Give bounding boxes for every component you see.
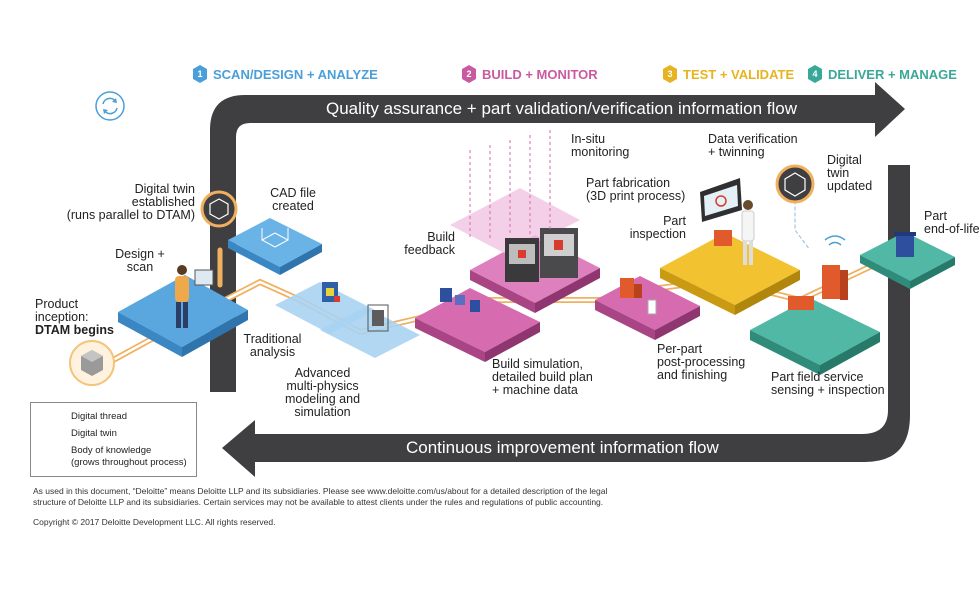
3d-printer-left <box>505 238 539 282</box>
product-inception-label: Product inception: DTAM begins <box>35 297 114 337</box>
quality-flow-label: Quality assurance + part validation/veri… <box>326 99 798 118</box>
part-fabrication-label: Part fabrication (3D print process) <box>586 176 686 203</box>
verification-monitor <box>700 178 742 222</box>
stage-2-cube-icon: 2 <box>462 65 476 83</box>
design-scan-label: Design + scan <box>115 247 165 274</box>
feedback-ghost-platform <box>450 188 580 256</box>
stage-test-validate: 3 TEST + VALIDATE <box>663 63 794 85</box>
build-sim-platform <box>415 288 540 362</box>
stage-build-monitor: 2 BUILD + MONITOR <box>462 63 598 85</box>
digital-twin-established-icon <box>200 190 238 228</box>
quality-flow-arrow <box>210 82 905 392</box>
product-inception-cube-icon <box>69 340 115 386</box>
end-of-life-label: Part end-of-life <box>924 209 980 236</box>
stage-4-cube-icon: 4 <box>808 65 822 83</box>
build-feedback-label: Build feedback <box>404 230 455 257</box>
legend: Digital thread Digital twin Body of know… <box>30 402 197 477</box>
copyright: Copyright © 2017 Deloitte Development LL… <box>33 517 276 527</box>
cad-platform <box>228 218 322 275</box>
3d-printer-right <box>540 228 578 278</box>
field-service-platform <box>750 298 880 375</box>
data-verification-label: Data verification + twinning <box>708 132 798 159</box>
stage-2-label: BUILD + MONITOR <box>482 66 598 82</box>
legend-twin-label: Digital twin <box>71 428 117 439</box>
improvement-flow-arrow <box>222 165 910 477</box>
cad-file-label: CAD file created <box>270 186 316 213</box>
stage-4-label: DELIVER + MANAGE <box>828 66 957 82</box>
legend-thread-label: Digital thread <box>71 411 127 422</box>
stage-3-cube-icon: 3 <box>663 65 677 83</box>
stage-3-label: TEST + VALIDATE <box>683 66 795 82</box>
stage-deliver-manage: 4 DELIVER + MANAGE <box>808 63 957 85</box>
refresh-icon <box>95 91 125 121</box>
field-service-label: Part field service sensing + inspection <box>771 370 885 397</box>
improvement-flow-label: Continuous improvement information flow <box>406 438 719 457</box>
insitu-monitoring-label: In-situ monitoring <box>571 132 630 159</box>
post-processing-part <box>620 278 657 315</box>
inspection-platform <box>660 233 800 315</box>
stage-scan-design: 1 SCAN/DESIGN + ANALYZE <box>193 63 378 85</box>
inspector-figure <box>714 200 755 265</box>
cad-wireframe-icon <box>260 228 290 248</box>
legend-knowledge-label: Body of knowledge (grows throughout proc… <box>71 445 187 468</box>
legal-disclaimer: As used in this document, “Deloitte” mea… <box>33 486 608 507</box>
advanced-modeling-label: Advanced multi-physics modeling and simu… <box>284 366 361 419</box>
multiphysics-mesh-part <box>367 304 389 332</box>
digital-twin-updated-label: Digital twin updated <box>827 153 873 193</box>
digital-thread <box>92 194 908 373</box>
analysis-heatmap-part <box>322 282 340 302</box>
post-processing-label: Per-part post-processing and finishing <box>657 342 746 382</box>
digital-twin-updated-icon <box>775 164 815 204</box>
field-service-part <box>788 235 848 310</box>
traditional-analysis-label: Traditional analysis <box>243 332 302 359</box>
recycle-bin-icon <box>894 232 916 257</box>
build-plan-blocks <box>440 288 480 312</box>
stage-1-label: SCAN/DESIGN + ANALYZE <box>213 66 378 82</box>
designer-figure <box>175 265 214 328</box>
part-inspection-label: Part inspection <box>629 214 686 241</box>
stage-1-cube-icon: 1 <box>193 65 207 83</box>
digital-twin-established-label: Digital twin established (runs parallel … <box>66 182 195 222</box>
build-simulation-label: Build simulation, detailed build plan + … <box>492 357 593 397</box>
insitu-monitoring-beams <box>469 130 551 240</box>
analysis-platform <box>275 282 420 358</box>
